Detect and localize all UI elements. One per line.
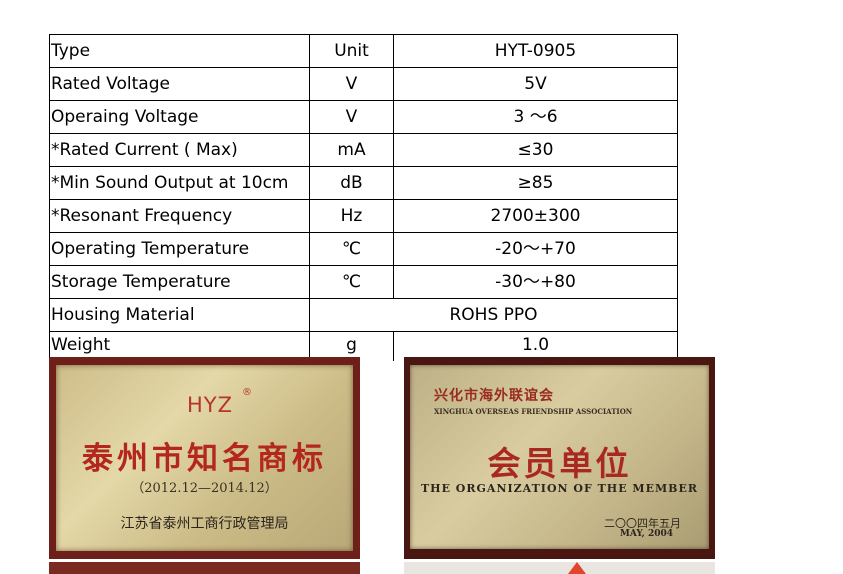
plaque-title: 泰州市知名商标 — [82, 441, 327, 477]
table-cell-unit: ℃ — [309, 232, 394, 266]
table-row: Type Unit HYT-0905 — [49, 34, 678, 68]
table-row: Operating Temperature ℃ -20～+70 — [49, 232, 678, 266]
table-cell-param: *Min Sound Output at 10cm — [49, 166, 310, 200]
table-cell-unit: mA — [309, 133, 394, 167]
table-cell-value: 3 ～6 — [393, 100, 678, 134]
table-cell-value: 1.0 — [393, 331, 678, 361]
table-row: Housing Material ROHS PPO — [49, 298, 678, 332]
table-row: *Min Sound Output at 10cm dB ≥85 — [49, 166, 678, 200]
table-row: Operaing Voltage V 3 ～6 — [49, 100, 678, 134]
next-image-strip-right — [404, 562, 715, 574]
table-cell-param: Storage Temperature — [49, 265, 310, 299]
table-row: Rated Voltage V 5V — [49, 67, 678, 101]
table-row: Weight g 1.0 — [49, 331, 678, 361]
registered-mark: ® — [242, 387, 252, 398]
table-cell-param: Housing Material — [49, 298, 310, 332]
table-cell-value: -20～+70 — [393, 232, 678, 266]
plaque-date-en: MAY, 2004 — [619, 529, 673, 539]
table-cell-param: Weight — [49, 331, 310, 361]
table-cell-unit: Unit — [309, 34, 394, 68]
table-cell-value: 5V — [393, 67, 678, 101]
table-cell-value: ROHS PPO — [309, 298, 678, 332]
plaque-title-en: THE ORGANIZATION OF THE MEMBER — [421, 482, 698, 495]
member-plaque: 兴化市海外联谊会 XINGHUA OVERSEAS FRIENDSHIP ASS… — [404, 357, 715, 559]
table-cell-param: Operaing Voltage — [49, 100, 310, 134]
association-name-cn: 兴化市海外联谊会 — [434, 388, 554, 404]
table-cell-value: 2700±300 — [393, 199, 678, 233]
table-cell-param: *Rated Current ( Max) — [49, 133, 310, 167]
table-cell-value: ≤30 — [393, 133, 678, 167]
flame-icon — [568, 562, 586, 574]
table-cell-unit: dB — [309, 166, 394, 200]
plaque-issuer: 江苏省泰州工商行政管理局 — [120, 516, 289, 532]
table-cell-param: Rated Voltage — [49, 67, 310, 101]
table-cell-value: -30～+80 — [393, 265, 678, 299]
table-cell-unit: ℃ — [309, 265, 394, 299]
table-row: *Resonant Frequency Hz 2700±300 — [49, 199, 678, 233]
table-cell-unit: g — [309, 331, 394, 361]
association-name-en: XINGHUA OVERSEAS FRIENDSHIP ASSOCIATION — [434, 407, 633, 416]
table-cell-unit: Hz — [309, 199, 394, 233]
table-cell-value: ≥85 — [393, 166, 678, 200]
table-row: Storage Temperature ℃ -30～+80 — [49, 265, 678, 299]
plaque-board: 兴化市海外联谊会 XINGHUA OVERSEAS FRIENDSHIP ASS… — [410, 365, 709, 549]
plaque-date-cn: 二〇〇四年五月 — [604, 517, 681, 530]
table-cell-param: Operating Temperature — [49, 232, 310, 266]
plaque-board: HYZ ® 泰州市知名商标 （2012.12—2014.12） 江苏省泰州工商行… — [56, 365, 353, 551]
plaque-period: （2012.12—2014.12） — [131, 481, 278, 496]
table-cell-unit: V — [309, 100, 394, 134]
table-cell-param: *Resonant Frequency — [49, 199, 310, 233]
plaque-title: 会员单位 — [487, 444, 632, 483]
next-image-strip-left — [49, 562, 360, 574]
table-cell-value: HYT-0905 — [393, 34, 678, 68]
table-cell-param: Type — [49, 34, 310, 68]
trademark-plaque: HYZ ® 泰州市知名商标 （2012.12—2014.12） 江苏省泰州工商行… — [49, 357, 360, 559]
brand-logo: HYZ — [187, 393, 234, 417]
table-row: *Rated Current ( Max) mA ≤30 — [49, 133, 678, 167]
table-cell-unit: V — [309, 67, 394, 101]
spec-table: Type Unit HYT-0905 Rated Voltage V 5V Op… — [49, 34, 678, 361]
